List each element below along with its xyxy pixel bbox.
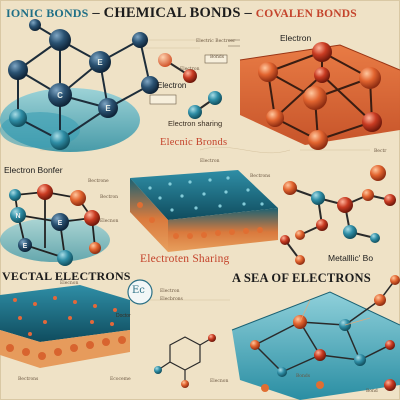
ionic-lattice-top-left: E C E [0,19,159,152]
ec-badge-icon [127,279,153,305]
label-doctor: Doctor [116,313,131,319]
note: Bectrone [88,179,109,184]
note: Bond [366,389,378,394]
svg-text:C: C [57,91,63,100]
note: Bectrons [250,174,271,179]
note: Bectrons [18,377,39,382]
covalent-molecules-mid-right [280,181,396,265]
label-electroten-sharing: Electroten Sharing [140,253,230,265]
svg-text:E: E [97,58,103,67]
note: Elecbrons [160,297,183,302]
title-separator: – [244,5,252,21]
title-covalen-bonds: COVALEN BONDS [255,8,357,20]
sea-of-electrons-bottom-right [231,275,400,400]
title-chemical-bonds: CHEMICAL BONDS [103,5,241,21]
note: Elecnon [60,281,79,286]
note: Bectr [374,149,387,154]
note: Electron [180,67,200,72]
svg-text:E: E [23,243,28,250]
label-electron-box: Electron [157,81,187,90]
label-electron-sharing-small: Electron sharing [168,119,223,128]
title-ionic-bonds: IONIC BONDS [6,6,89,20]
benzene-ring-icon [154,334,216,388]
label-electron-top: Electron [280,33,312,43]
note: Elecnon [100,219,119,224]
title-separator: – [92,5,100,21]
label-metallic: Metalllic' Bo [328,253,374,263]
covalent-lattice-top-right [239,42,400,150]
note: Bectron [100,195,119,200]
note: Electric Bectroer [196,39,236,44]
svg-text:E: E [58,220,63,227]
electron-sea-bottom-left [0,285,130,368]
note: Ecoceme [110,377,131,382]
svg-text:N: N [15,213,20,220]
covalent-molecules-top-center [149,39,240,119]
note: Bonds [210,55,225,60]
note: Electron [160,289,180,294]
label-ec-badge: Ec [132,285,145,296]
ionic-network-mid-left: N E E [0,184,110,266]
svg-text:E: E [105,104,111,113]
label-electron-bonfer: Electron Bonfer [4,165,63,175]
note: Elecnon [210,379,229,384]
label-vectal-electrons: VECTAL ELECTRONS [2,269,131,283]
label-elecnic-bonds: Elecnic Bronds [160,137,228,148]
poster-title: IONIC BONDS – CHEMICAL BONDS – COVALEN B… [6,6,357,21]
note: Bonds [296,374,311,379]
note: Electron [200,159,220,164]
metal-slab-center [130,170,278,252]
label-sea-of-electrons: A SEA OF ELECTRONS [232,271,371,285]
